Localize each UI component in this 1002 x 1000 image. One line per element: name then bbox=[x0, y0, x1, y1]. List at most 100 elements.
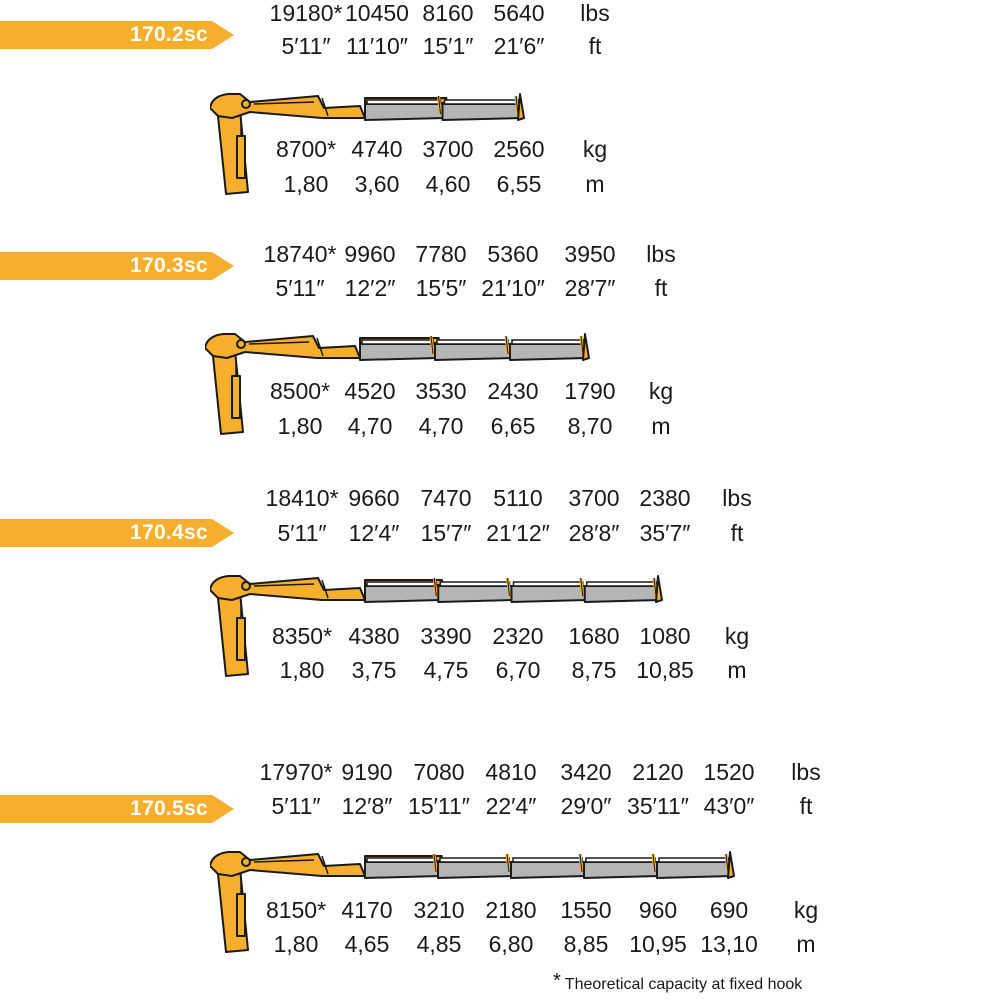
value-m: 4,65 bbox=[344, 931, 390, 957]
crane-main-boom bbox=[210, 575, 366, 601]
unit-ft: ft bbox=[654, 275, 668, 301]
crane-extension-1 bbox=[359, 343, 438, 361]
model-tag-shape bbox=[0, 795, 234, 823]
value-m: 8,75 bbox=[571, 657, 617, 683]
value-m: 13,10 bbox=[700, 931, 758, 957]
value-m: 6,65 bbox=[490, 413, 536, 439]
model-tag: 170.5sc bbox=[0, 795, 234, 823]
value-lbs: 9660 bbox=[348, 485, 400, 511]
value-m: 8,70 bbox=[567, 413, 613, 439]
value-ft: 15′7″ bbox=[420, 520, 472, 546]
value-m: 4,70 bbox=[418, 413, 464, 439]
value-ft: 43′0″ bbox=[703, 793, 755, 819]
unit-m: m bbox=[796, 931, 816, 957]
value-ft: 22′4″ bbox=[485, 793, 537, 819]
unit-lbs: lbs bbox=[791, 759, 821, 785]
value-m: 4,75 bbox=[423, 657, 469, 683]
unit-lbs: lbs bbox=[580, 0, 610, 26]
value-lbs: 5110 bbox=[493, 485, 543, 511]
value-ft: 21′10″ bbox=[481, 275, 545, 301]
unit-lbs: lbs bbox=[646, 241, 676, 267]
value-lbs: 5640 bbox=[493, 0, 545, 26]
value-kg: 4520 bbox=[344, 378, 396, 404]
crane-extension-4 bbox=[583, 861, 660, 879]
value-m: 6,80 bbox=[488, 931, 534, 957]
value-m: 1,80 bbox=[279, 657, 325, 683]
model-tag-shape bbox=[0, 252, 234, 280]
crane-main-boom bbox=[205, 333, 361, 359]
value-kg: 2430 bbox=[487, 378, 539, 404]
value-lbs: 3950 bbox=[564, 241, 616, 267]
unit-lbs: lbs bbox=[722, 485, 752, 511]
value-ft: 15′1″ bbox=[422, 33, 474, 59]
model-label: 170.5sc bbox=[129, 797, 208, 820]
unit-kg: kg bbox=[724, 623, 750, 649]
value-m: 1,80 bbox=[283, 171, 329, 197]
value-ft: 12′4″ bbox=[348, 520, 400, 546]
model-label: 170.3sc bbox=[129, 254, 208, 277]
value-ft: 11′10″ bbox=[346, 33, 408, 59]
value-kg: 1680 bbox=[568, 623, 620, 649]
value-m: 6,55 bbox=[496, 171, 542, 197]
value-lbs: 9960 bbox=[344, 241, 396, 267]
value-kg: 2320 bbox=[492, 623, 544, 649]
crane-icon bbox=[210, 851, 735, 953]
value-lbs: 10450 bbox=[345, 0, 409, 26]
crane-icon bbox=[210, 93, 525, 195]
footnote: *Theoretical capacity at fixed hook bbox=[553, 970, 802, 995]
value-ft: 35′7″ bbox=[639, 520, 691, 546]
value-ft: 21′6″ bbox=[493, 33, 545, 59]
model-tag-shape bbox=[0, 21, 234, 49]
value-m: 4,85 bbox=[416, 931, 462, 957]
value-ft: 5′11″ bbox=[277, 520, 327, 546]
model-tag: 170.2sc bbox=[0, 21, 234, 49]
crane-extension-5 bbox=[656, 861, 733, 879]
crane-extension-2 bbox=[437, 585, 515, 603]
value-m: 6,70 bbox=[495, 657, 541, 683]
value-m: 8,85 bbox=[563, 931, 609, 957]
value-kg: 8150* bbox=[265, 897, 327, 923]
crane-extension-1 bbox=[364, 103, 446, 121]
unit-m: m bbox=[651, 413, 671, 439]
crane-extension-3 bbox=[510, 861, 587, 879]
model-tag: 170.3sc bbox=[0, 252, 234, 280]
value-kg: 3210 bbox=[413, 897, 465, 923]
value-lbs: 9190 bbox=[341, 759, 393, 785]
unit-ft: ft bbox=[799, 793, 813, 819]
value-lbs: 1520 bbox=[703, 759, 755, 785]
value-ft: 29′0″ bbox=[560, 793, 612, 819]
unit-ft: ft bbox=[730, 520, 744, 546]
model-label: 170.4sc bbox=[129, 521, 208, 544]
value-lbs: 2120 bbox=[632, 759, 684, 785]
model-tag-shape bbox=[0, 519, 234, 547]
crane-extension-3 bbox=[510, 585, 588, 603]
value-kg: 3530 bbox=[415, 378, 467, 404]
crane-extension-1 bbox=[364, 585, 442, 603]
crane-extension-2 bbox=[437, 861, 514, 879]
value-lbs: 2380 bbox=[639, 485, 691, 511]
value-lbs: 18410* bbox=[265, 485, 339, 511]
value-kg: 2180 bbox=[485, 897, 537, 923]
value-kg: 3390 bbox=[420, 623, 472, 649]
crane-extension-1 bbox=[364, 861, 441, 879]
value-m: 10,85 bbox=[636, 657, 694, 683]
value-ft: 15′11″ bbox=[408, 793, 470, 819]
model-tag: 170.4sc bbox=[0, 519, 234, 547]
crane-extension-3 bbox=[509, 343, 588, 361]
value-kg: 1550 bbox=[560, 897, 612, 923]
value-lbs: 7470 bbox=[420, 485, 472, 511]
value-kg: 2560 bbox=[493, 136, 545, 162]
value-lbs: 3420 bbox=[560, 759, 612, 785]
model-label: 170.2sc bbox=[129, 23, 208, 46]
footnote-symbol: * bbox=[553, 970, 561, 992]
value-m: 1,80 bbox=[273, 931, 319, 957]
value-m: 4,70 bbox=[347, 413, 393, 439]
value-kg: 1790 bbox=[564, 378, 616, 404]
value-ft: 5′11″ bbox=[271, 793, 321, 819]
value-ft: 28′7″ bbox=[564, 275, 616, 301]
value-lbs: 5360 bbox=[487, 241, 539, 267]
value-ft: 28′8″ bbox=[568, 520, 620, 546]
value-lbs: 7780 bbox=[415, 241, 467, 267]
value-ft: 21′12″ bbox=[486, 520, 550, 546]
